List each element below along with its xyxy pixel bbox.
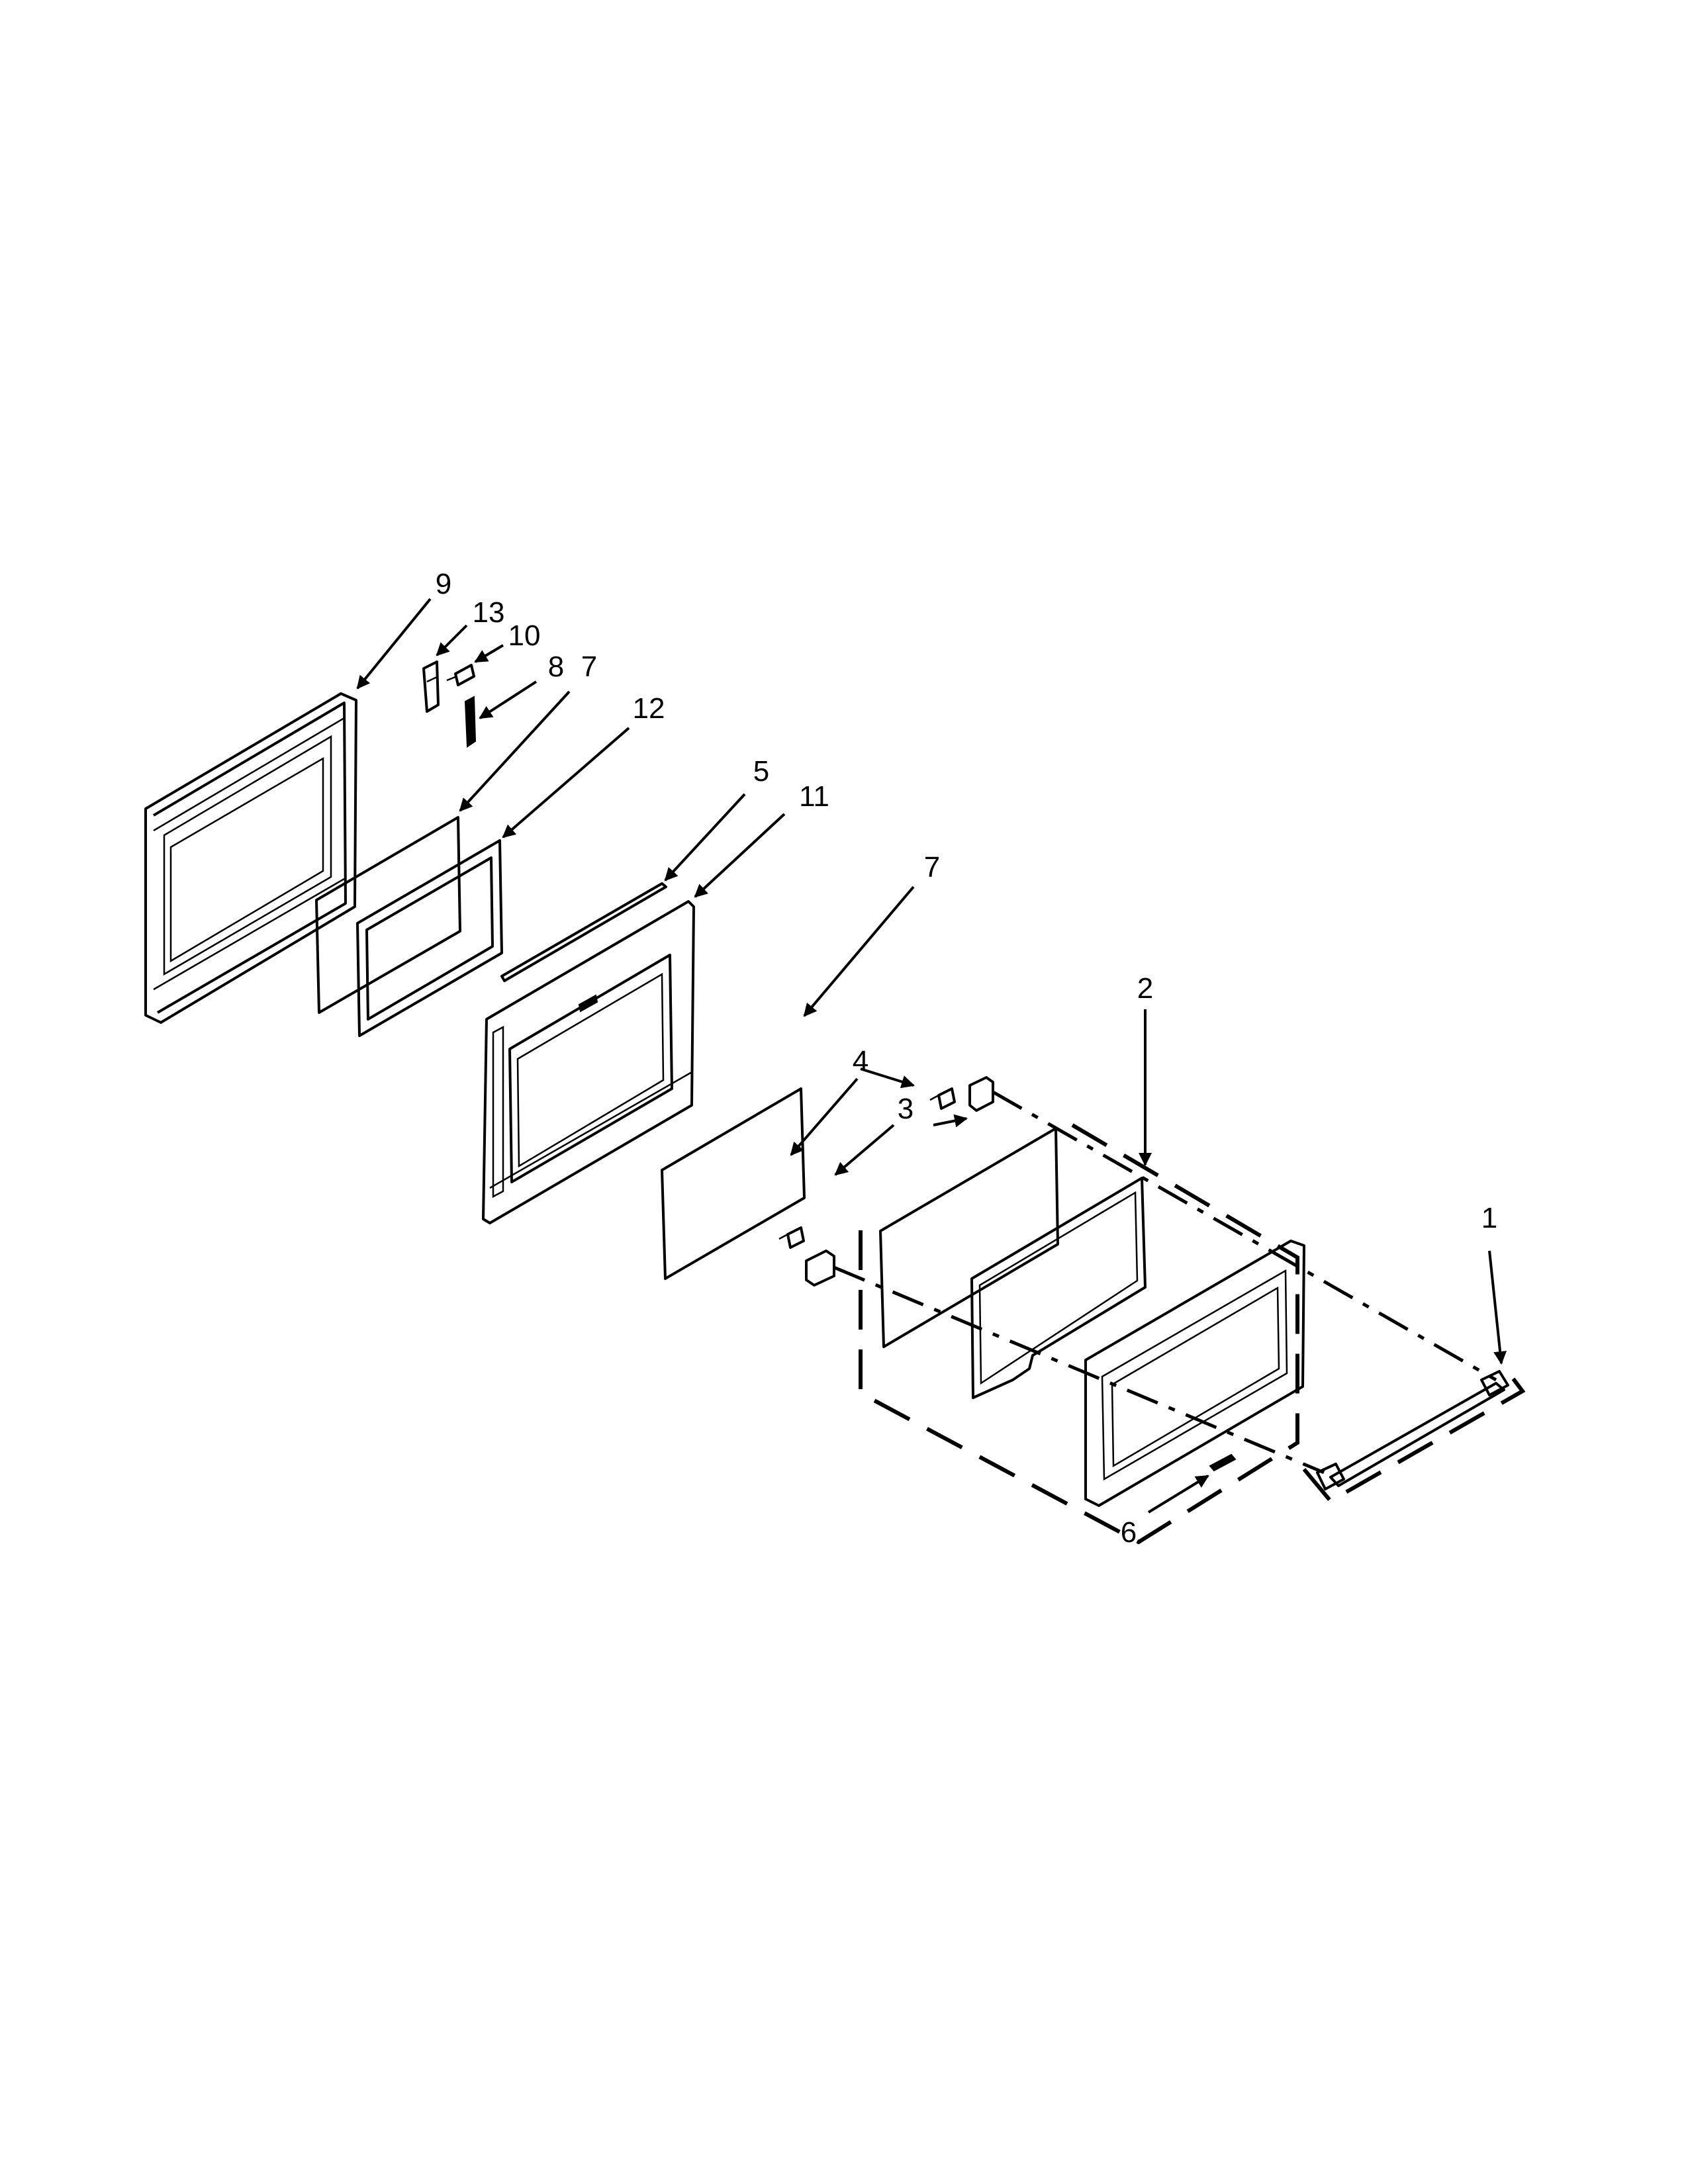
callout-6: 6 xyxy=(1121,1516,1137,1549)
assembly-center-lines xyxy=(833,1090,1497,1475)
callout-8: 8 xyxy=(548,651,564,683)
callout-3: 3 xyxy=(898,1093,914,1125)
part-3-hinge-block-upper xyxy=(968,1076,994,1112)
part-12-glass-frame xyxy=(356,839,503,1037)
leader-lines xyxy=(356,598,1507,1514)
part-6-handle-stud xyxy=(1209,1453,1237,1472)
callout-4: 4 xyxy=(853,1045,868,1077)
part-4-screw-upper xyxy=(929,1087,956,1110)
part-5-door-trim xyxy=(500,882,667,982)
part-10-screw xyxy=(446,664,475,686)
part-7-outer-glass xyxy=(661,1087,806,1280)
part-9-inner-door-panel xyxy=(144,692,357,1024)
part-2-outer-door xyxy=(1084,1240,1305,1507)
callout-11: 11 xyxy=(799,780,829,813)
part-7-inner-glass xyxy=(315,816,461,1014)
callout-7-upper: 7 xyxy=(581,651,597,683)
part-13-hinge-receiver xyxy=(422,660,440,713)
part-2-outer-glass xyxy=(879,1127,1059,1348)
part-4-screw-lower xyxy=(778,1226,805,1249)
callout-13: 13 xyxy=(473,596,505,629)
callout-10: 10 xyxy=(508,619,541,652)
part-2-assembly-boundary xyxy=(859,1123,1299,1545)
callout-7-lower: 7 xyxy=(924,851,940,884)
callout-1: 1 xyxy=(1481,1202,1497,1234)
part-3-hinge-block-lower xyxy=(805,1250,835,1287)
part-11-door-frame xyxy=(482,900,695,1224)
part-8-door-hinge xyxy=(464,696,477,748)
callout-5: 5 xyxy=(753,755,769,788)
callout-12: 12 xyxy=(633,692,665,725)
part-2-gasket xyxy=(970,1177,1147,1399)
part-1-door-handle xyxy=(1302,1363,1526,1504)
callout-2: 2 xyxy=(1137,972,1153,1005)
callout-labels: 9 13 10 8 7 12 5 11 7 2 4 3 1 6 xyxy=(436,568,1497,1549)
callout-9: 9 xyxy=(436,568,451,600)
